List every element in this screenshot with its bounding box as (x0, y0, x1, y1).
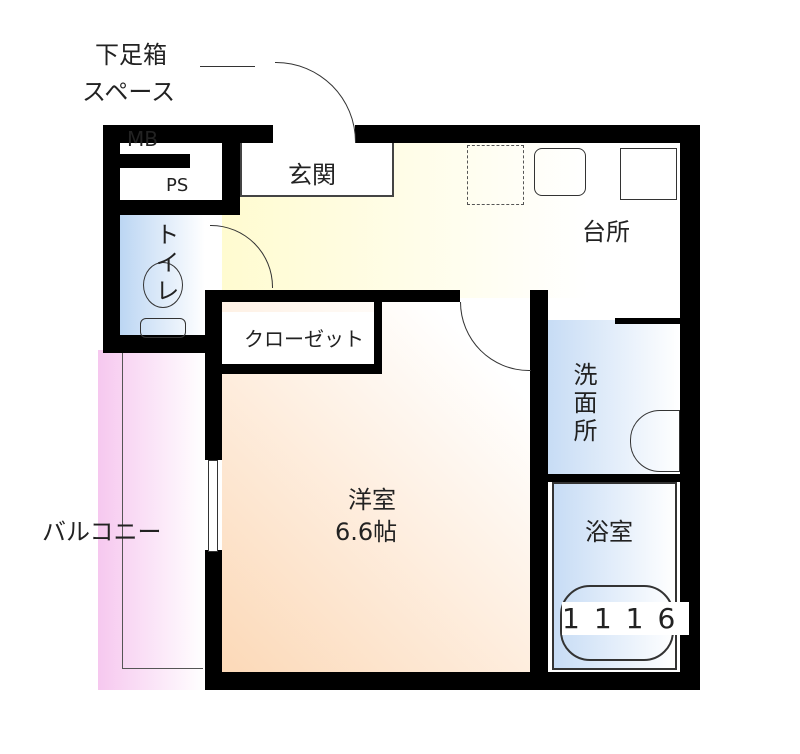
wall-mb-bottom (120, 154, 190, 168)
western-room-size: 6.6帖 (335, 518, 398, 546)
wall-ps-bottom (120, 200, 240, 215)
genkan-label: 玄関 (288, 161, 336, 189)
leader-line (200, 66, 255, 67)
balcony-area (98, 350, 205, 690)
wall-living-right (530, 290, 548, 690)
toilet-label: トイレ (151, 222, 179, 306)
wall-corridor-bottom (205, 290, 460, 302)
toilet-tank-icon (140, 318, 186, 338)
wall-top-right (355, 125, 700, 143)
bath-size-label: 1116 (562, 602, 690, 635)
stove-icon (620, 148, 677, 200)
wall-bottom (205, 672, 700, 690)
ps-label: PS (166, 175, 189, 196)
wall-living-left (205, 290, 222, 460)
kitchen-label: 台所 (582, 218, 630, 246)
shoe-storage-label: 下足箱 (95, 41, 167, 69)
wall-ps-right (222, 143, 240, 215)
wall-left (103, 125, 120, 350)
wall-living-left-lower (205, 550, 222, 690)
closet-label: クローゼット (244, 327, 364, 351)
washbasin-icon (630, 410, 680, 472)
wall-wash-bath (548, 474, 680, 482)
wall-wash-top (615, 318, 680, 324)
balcony-window[interactable] (208, 460, 218, 552)
bath-label: 浴室 (585, 518, 633, 546)
washroom-label: 洗面所 (569, 362, 597, 446)
wall-closet-right (374, 302, 382, 372)
wall-right (680, 125, 700, 690)
wall-toilet-bottom (103, 335, 222, 353)
refrigerator-space (467, 145, 524, 205)
mb-label: MB (127, 127, 158, 151)
western-room-label: 洋室 (348, 486, 396, 514)
genkan-box (240, 143, 394, 197)
wall-closet-bottom (222, 364, 382, 374)
closet-box (222, 312, 374, 364)
shoe-storage-label-2: スペース (82, 78, 176, 106)
balcony-label: バルコニー (42, 518, 162, 546)
toilet-bowl-icon (143, 262, 183, 308)
sink-icon (534, 148, 586, 196)
wall-top-left (103, 125, 273, 143)
entrance-door[interactable] (275, 62, 356, 143)
balcony-rail (122, 350, 203, 669)
